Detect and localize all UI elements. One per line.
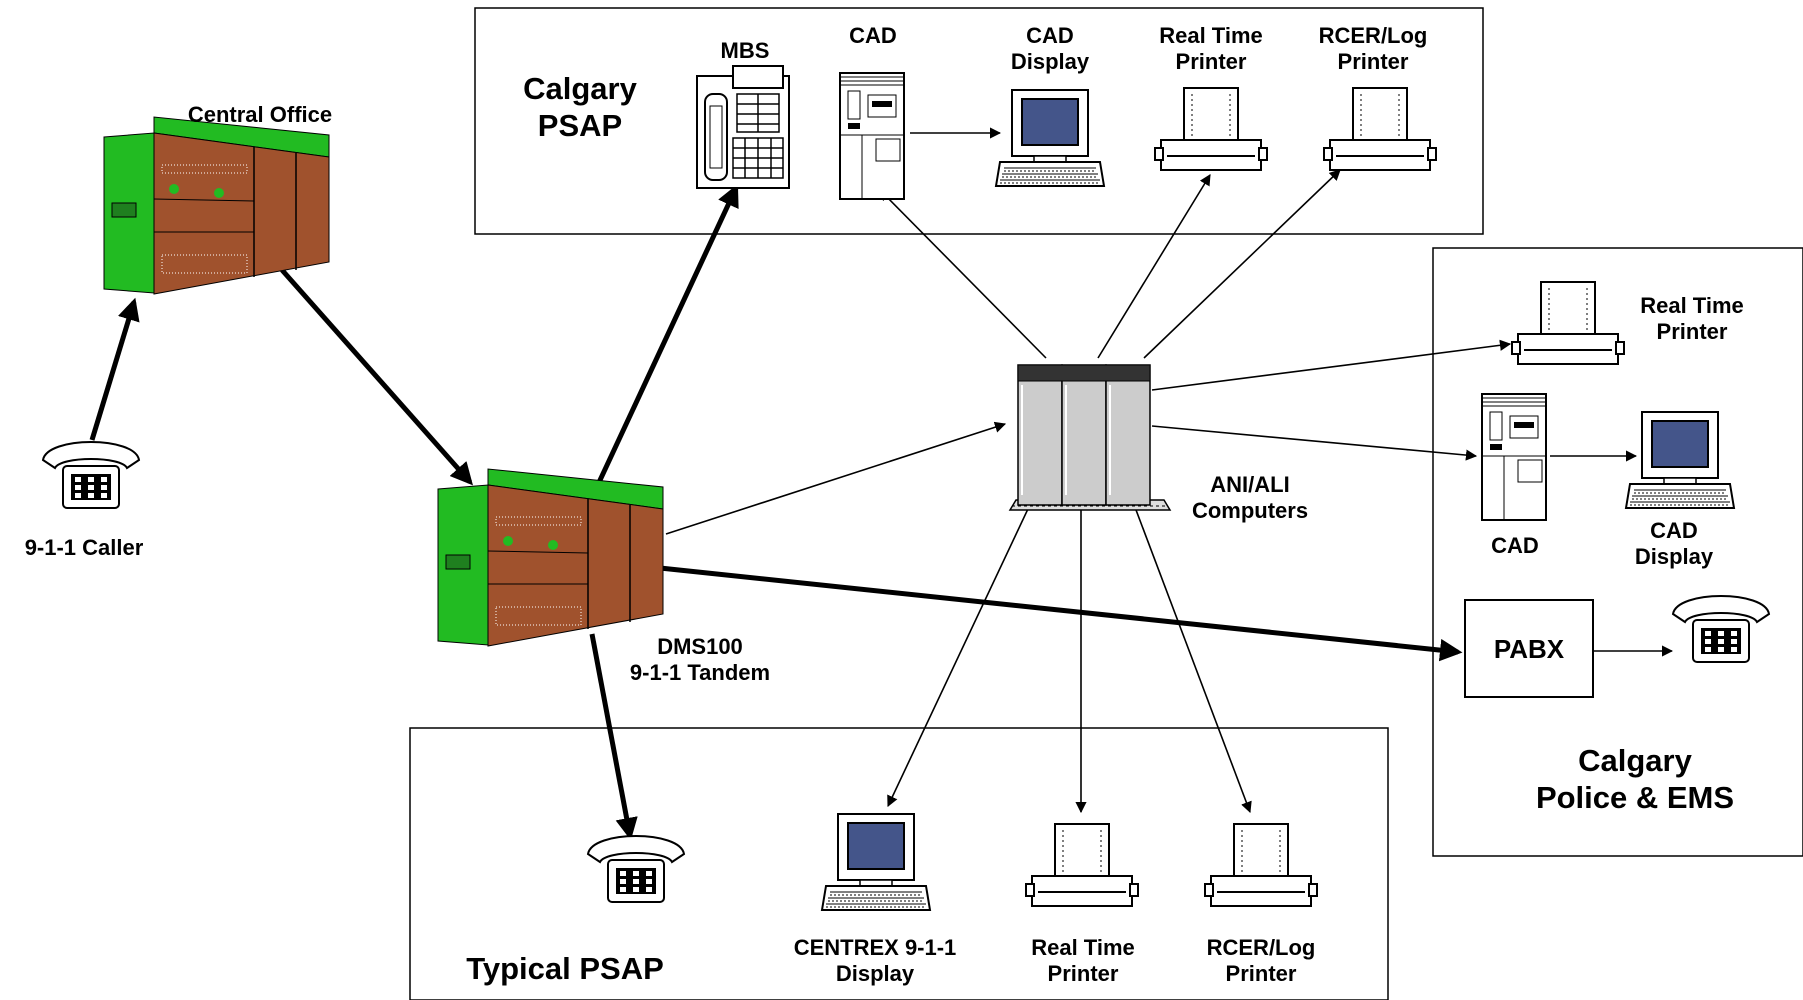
centrex-display-line2: Display: [835, 961, 915, 987]
ani-ali-label-line2: Computers: [1191, 498, 1309, 524]
calgary-cad-display-line2: Display: [1010, 49, 1090, 75]
tandem-label-line2: 9-1-1 Tandem: [629, 660, 771, 686]
calgary-cad-display-label: CAD Display: [990, 23, 1110, 76]
arrow-tandem-to-typical-phone: [589, 633, 638, 841]
typical-real-time-printer-label: Real Time Printer: [1008, 935, 1158, 988]
police-cad-icon: [1481, 393, 1547, 521]
calgary-cad-icon: [839, 72, 905, 200]
calgary-psap-title: Calgary PSAP: [500, 70, 660, 144]
calgary-real-time-printer-line1: Real Time: [1159, 23, 1263, 48]
police-real-time-printer-label: Real Time Printer: [1612, 293, 1772, 346]
data-connections: [665, 127, 1674, 814]
arrow-tandem-to-ani-ali: [665, 421, 1007, 535]
mbs-console-icon: [696, 65, 790, 189]
police-real-time-printer-line1: Real Time: [1640, 293, 1744, 318]
trunk-connections: [89, 183, 1463, 841]
typical-real-time-printer-line1: Real Time: [1031, 935, 1135, 960]
caller-phone-icon: [42, 441, 140, 509]
police-ems-box: [1432, 247, 1803, 857]
arrow-ani-to-police-printer: [1151, 339, 1512, 391]
calgary-cad-display-line1: CAD: [1026, 23, 1074, 48]
calgary-rcer-printer-line1: RCER/Log: [1318, 23, 1428, 48]
typical-rcer-printer-label: RCER/Log Printer: [1186, 935, 1336, 988]
calgary-real-time-printer-line2: Printer: [1175, 49, 1247, 75]
calgary-cad-display-icon: [995, 89, 1105, 187]
arrow-ani-to-police-cad: [1151, 425, 1478, 461]
police-real-time-printer-icon: [1511, 281, 1625, 365]
calgary-rcer-printer-label: RCER/Log Printer: [1298, 23, 1448, 76]
arrow-ani-to-real-time-printer: [1097, 174, 1211, 359]
pabx-box: [1464, 599, 1594, 698]
police-cad-display-label: CAD Display: [1614, 518, 1734, 571]
caller-label: 9-1-1 Caller: [24, 535, 144, 560]
ani-ali-computers-icon: [1009, 364, 1171, 511]
typical-rcer-printer-line1: RCER/Log: [1206, 935, 1316, 960]
calgary-cad-label: CAD: [849, 23, 897, 48]
calgary-real-time-printer-icon: [1154, 87, 1268, 171]
typical-real-time-printer-line2: Printer: [1047, 961, 1119, 987]
central-office-label: Central Office: [187, 102, 333, 127]
police-cad-display-line2: Display: [1634, 544, 1714, 570]
tandem-label: DMS100 9-1-1 Tandem: [600, 634, 800, 687]
police-ems-title: Calgary Police & EMS: [1495, 742, 1775, 816]
central-office-switch-icon: [103, 116, 330, 295]
centrex-display-line1: CENTREX 9-1-1: [793, 935, 957, 960]
arrow-central-office-to-tandem: [280, 268, 473, 486]
police-cad-display-icon: [1625, 411, 1735, 509]
police-phone-icon: [1672, 595, 1770, 663]
arrow-ani-to-rcer-printer: [1143, 169, 1341, 359]
typical-real-time-printer-icon: [1025, 823, 1139, 907]
pabx-label: PABX: [1493, 634, 1565, 664]
centrex-display-icon: [821, 813, 931, 911]
typical-rcer-printer-icon: [1204, 823, 1318, 907]
calgary-psap-title-line2: PSAP: [537, 108, 623, 144]
typical-psap-title: Typical PSAP: [466, 951, 664, 986]
arrow-ani-to-typical-rcer: [1129, 493, 1252, 814]
tandem-label-line1: DMS100: [657, 634, 743, 659]
calgary-rcer-printer-icon: [1323, 87, 1437, 171]
mbs-label: MBS: [720, 38, 770, 63]
arrow-tandem-to-pabx: [659, 565, 1463, 662]
police-real-time-printer-line2: Printer: [1656, 319, 1728, 345]
tandem-switch-icon: [437, 468, 664, 647]
ani-ali-label-line1: ANI/ALI: [1210, 472, 1290, 497]
typical-psap-box: [409, 727, 1389, 1000]
arrow-caller-to-central-office: [89, 297, 140, 441]
police-cad-display-line1: CAD: [1650, 518, 1698, 543]
calgary-rcer-printer-line2: Printer: [1337, 49, 1409, 75]
ani-ali-label: ANI/ALI Computers: [1170, 472, 1330, 525]
arrow-ani-to-centrex: [887, 493, 1036, 808]
police-cad-label: CAD: [1491, 533, 1539, 558]
arrow-ani-to-cad: [879, 189, 1047, 359]
centrex-display-label: CENTREX 9-1-1 Display: [770, 935, 980, 988]
police-ems-title-line2: Police & EMS: [1535, 780, 1735, 816]
typical-rcer-printer-line2: Printer: [1225, 961, 1297, 987]
calgary-real-time-printer-label: Real Time Printer: [1136, 23, 1286, 76]
police-ems-title-line1: Calgary: [1578, 743, 1692, 778]
typical-phone-icon: [587, 835, 685, 903]
calgary-psap-title-line1: Calgary: [523, 71, 637, 106]
arrow-tandem-to-mbs: [585, 183, 739, 508]
calgary-psap-box: [474, 7, 1484, 235]
